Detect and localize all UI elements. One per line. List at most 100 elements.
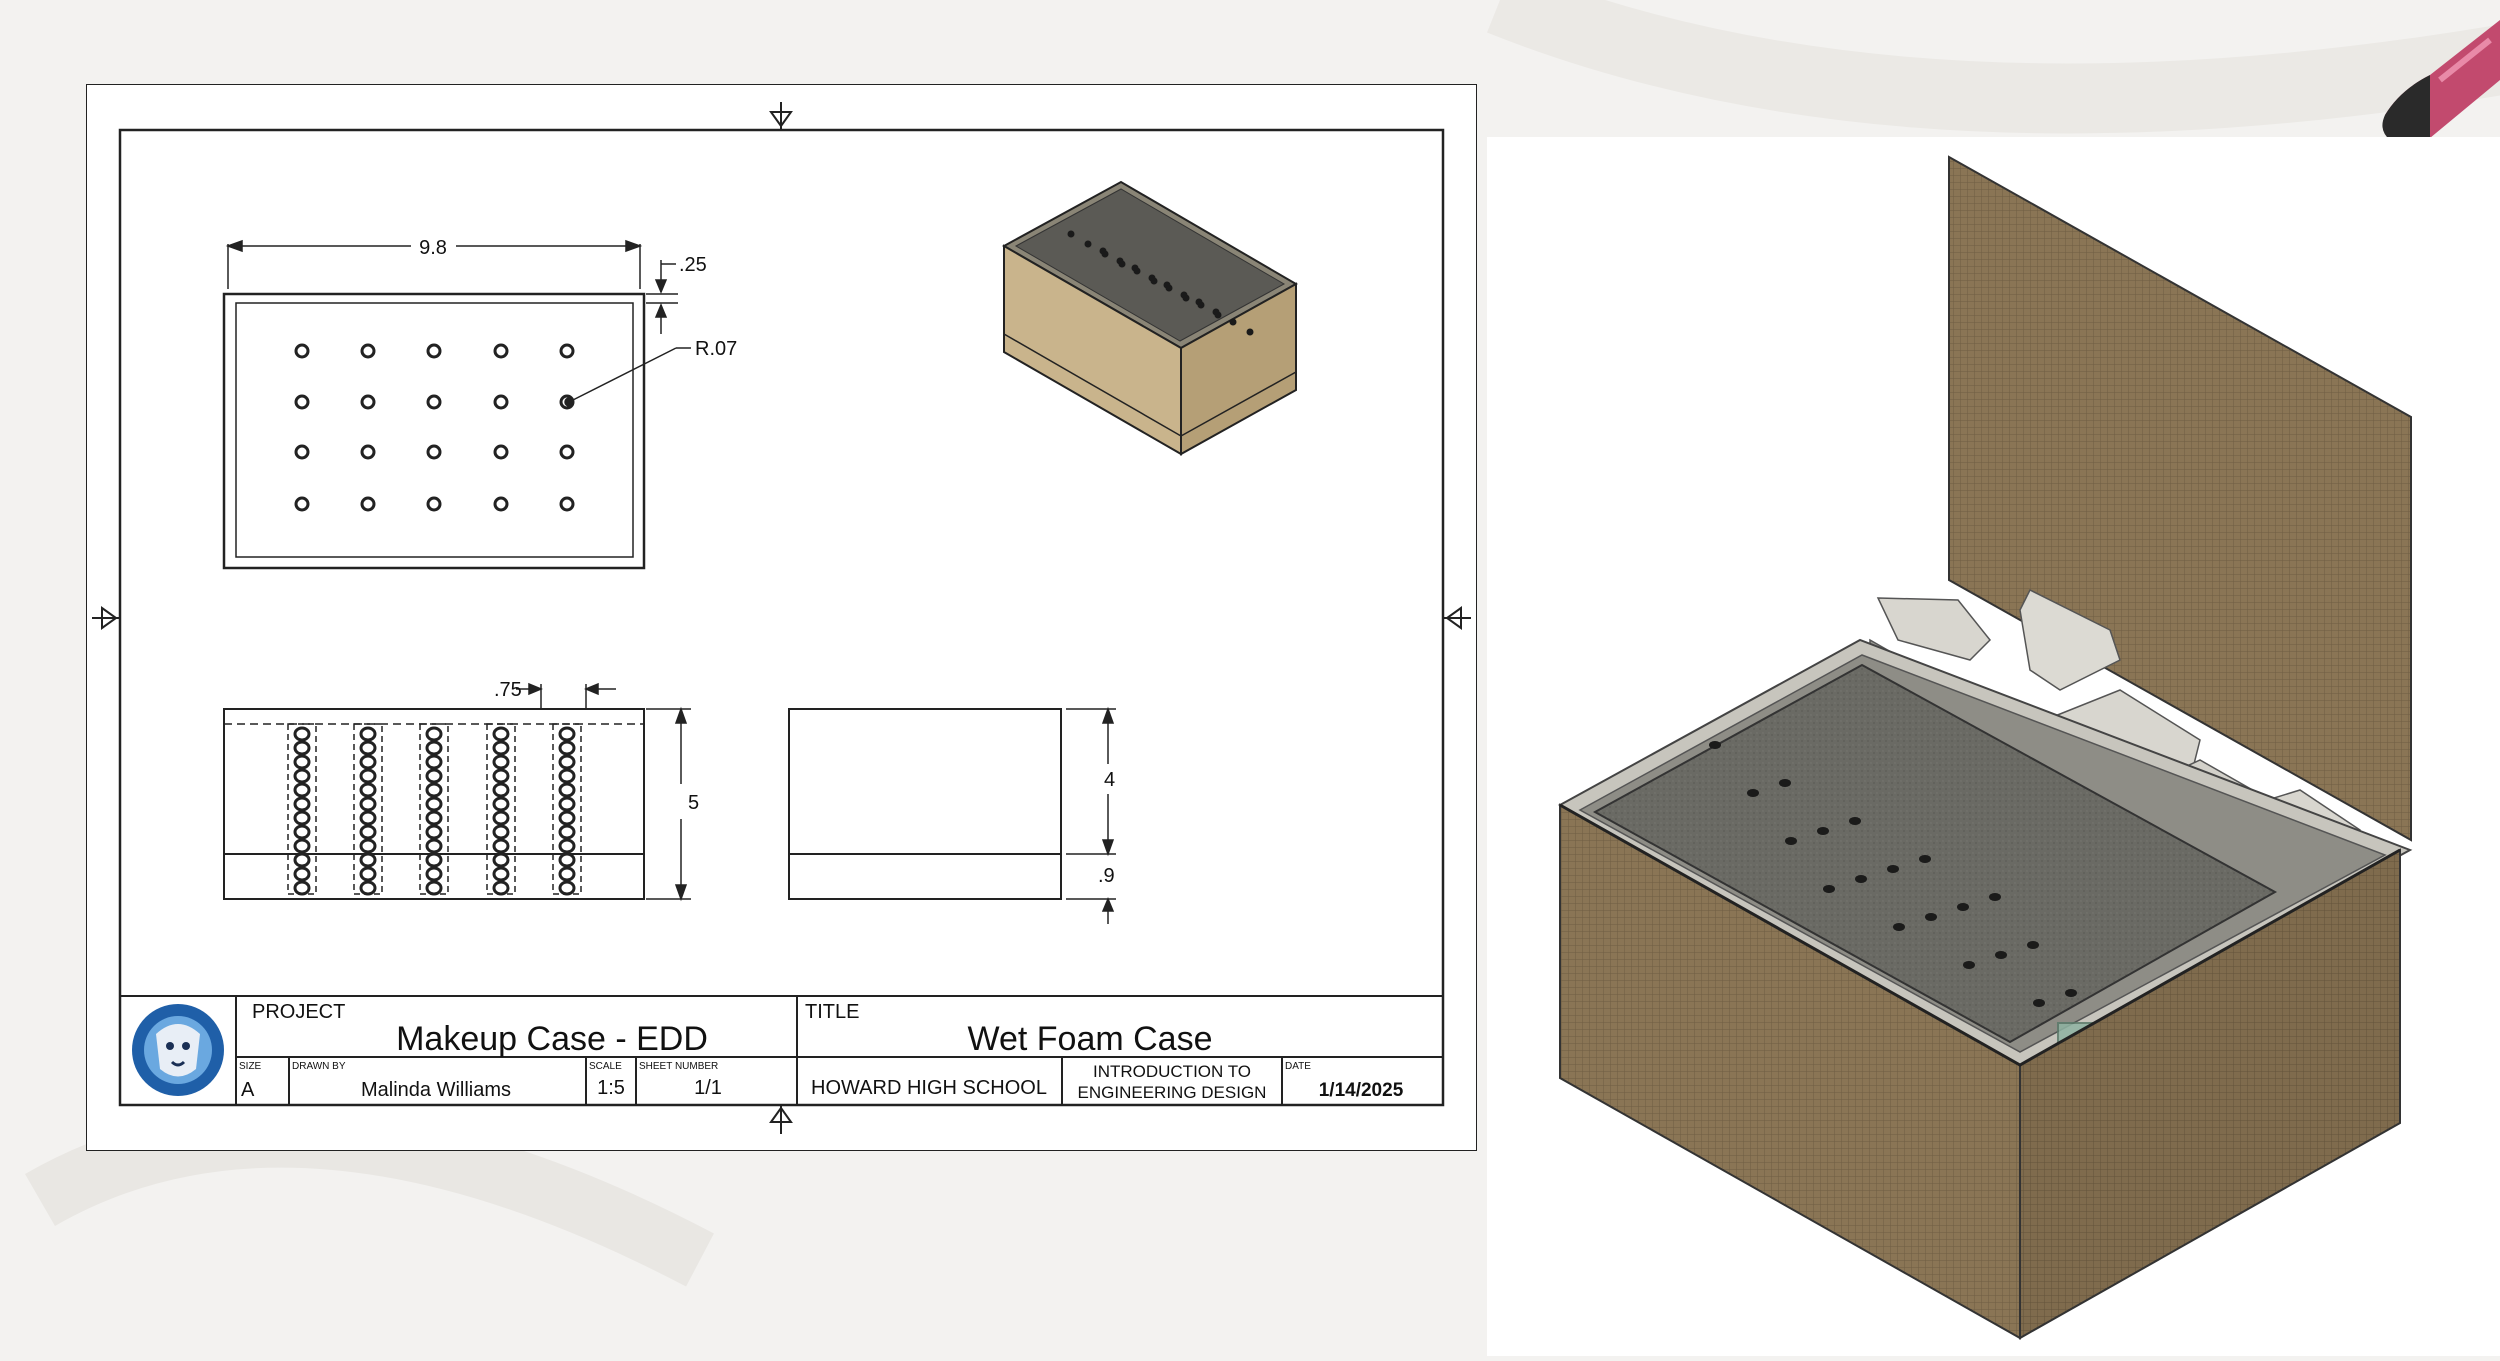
hole — [559, 343, 575, 359]
dim-width-label: 9.8 — [419, 237, 447, 259]
foam-hole — [1709, 741, 1721, 749]
case-render — [1557, 155, 2413, 1340]
hole — [294, 496, 310, 512]
course-line-1: INTRODUCTION TO — [1093, 1062, 1251, 1081]
hole — [493, 496, 509, 512]
title-label: TITLE — [805, 1001, 859, 1023]
sheet-value: 1/1 — [694, 1077, 722, 1099]
drawn-by-value: Malinda Williams — [361, 1079, 511, 1101]
hole-sections — [224, 723, 644, 896]
hole — [294, 394, 310, 410]
dim-radius-label: R.07 — [695, 338, 737, 360]
iso-hole — [1214, 311, 1222, 319]
hole-column — [486, 723, 516, 896]
scale-label: SCALE — [589, 1061, 622, 1072]
foam-holes — [1709, 741, 2115, 1045]
drawing-title: Wet Foam Case — [967, 1020, 1212, 1058]
date-value: 1/14/2025 — [1319, 1080, 1404, 1101]
school-name: HOWARD HIGH SCHOOL — [811, 1077, 1047, 1099]
foam-hole — [1919, 855, 1931, 863]
hole — [493, 343, 509, 359]
case-lid — [1948, 155, 2412, 842]
dimension-radius-leader — [564, 347, 691, 407]
iso-hole — [1197, 301, 1205, 309]
hole — [360, 343, 376, 359]
title-block — [119, 995, 1444, 1106]
hole-pattern — [294, 343, 575, 512]
dim-lid-label: 4 — [1104, 769, 1115, 791]
iso-hole — [1150, 277, 1158, 285]
iso-hole — [1246, 328, 1254, 336]
course-line-2: ENGINEERING DESIGN — [1078, 1083, 1267, 1102]
iso-hole — [1182, 294, 1190, 302]
hole — [360, 496, 376, 512]
side-view — [788, 708, 1062, 900]
foam-hole — [1747, 789, 1759, 797]
dimension-width — [225, 239, 643, 289]
iso-holes — [1067, 230, 1254, 336]
foam-hole — [1887, 865, 1899, 873]
foam-hole — [1925, 913, 1937, 921]
foam-hole — [2027, 941, 2039, 949]
foam-hole — [1849, 817, 1861, 825]
school-logo — [132, 1004, 224, 1096]
hole-column — [353, 723, 383, 896]
iso-hole — [1118, 260, 1126, 268]
project-label: PROJECT — [252, 1001, 345, 1023]
size-label: SIZE — [239, 1061, 262, 1072]
scale-value: 1:5 — [597, 1077, 625, 1099]
hole-column — [552, 723, 582, 896]
dimension-lid-base — [1066, 706, 1116, 924]
hole — [559, 496, 575, 512]
foam-insert — [1592, 663, 2278, 1044]
hole — [426, 394, 442, 410]
iso-hole — [1229, 318, 1237, 326]
drawing-svg: 9.8 .25 R.07 .75 5 — [85, 83, 1478, 1152]
isometric-thumbnail — [1001, 180, 1299, 456]
outer-border — [85, 83, 1478, 1152]
hole — [559, 444, 575, 460]
dimension-hole-spacing — [516, 682, 616, 709]
foam-hole — [1817, 827, 1829, 835]
iso-hole — [1133, 267, 1141, 275]
hole — [294, 444, 310, 460]
hole — [493, 444, 509, 460]
centering-marks — [92, 102, 1471, 1134]
sheet-label: SHEET NUMBER — [639, 1061, 718, 1072]
foam-hole — [1855, 875, 1867, 883]
dim-height-label: 5 — [688, 792, 699, 814]
hole — [426, 444, 442, 460]
foam-hole — [2033, 999, 2045, 1007]
iso-hole — [1101, 250, 1109, 258]
foam-hole — [1785, 837, 1797, 845]
hole — [426, 496, 442, 512]
pen-icon — [2382, 20, 2500, 140]
drawing-sheet: 9.8 .25 R.07 .75 5 — [85, 83, 1478, 1152]
foam-hole — [1957, 903, 1969, 911]
dim-base-label: .9 — [1098, 865, 1115, 887]
iso-hole — [1165, 284, 1173, 292]
front-view — [223, 708, 645, 900]
iso-hole — [1084, 240, 1092, 248]
project-name: Makeup Case - EDD — [396, 1020, 708, 1058]
hole — [426, 343, 442, 359]
date-label: DATE — [1285, 1061, 1311, 1072]
size-value: A — [241, 1079, 255, 1101]
hole-column — [419, 723, 449, 896]
foam-hole — [1779, 779, 1791, 787]
iso-hole — [1067, 230, 1075, 238]
foam-hole — [1989, 893, 2001, 901]
hole — [493, 394, 509, 410]
dimension-wall — [646, 260, 678, 334]
foam-hole — [1823, 885, 1835, 893]
foam-hole — [2065, 989, 2077, 997]
hole — [360, 444, 376, 460]
drawn-by-label: DRAWN BY — [292, 1061, 346, 1072]
foam-hole — [1995, 951, 2007, 959]
hole — [294, 343, 310, 359]
render-panel — [1487, 137, 2500, 1356]
dim-spacing-label: .75 — [494, 679, 522, 701]
foam-hole — [1963, 961, 1975, 969]
dim-wall-label: .25 — [679, 254, 707, 276]
dimension-height — [646, 706, 691, 902]
